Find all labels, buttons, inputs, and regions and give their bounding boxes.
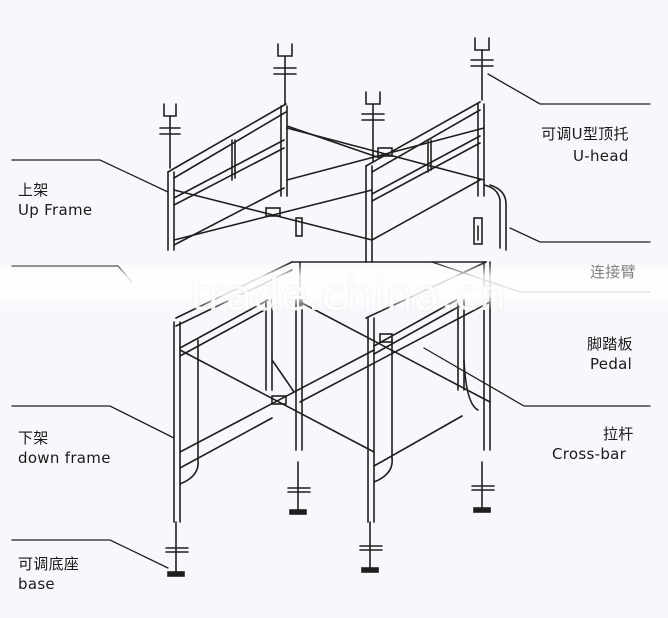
u-head-jacks <box>159 37 494 169</box>
down-frame-cn-label: 下架 <box>18 429 49 447</box>
leader-down-frame <box>11 405 175 439</box>
connecting-pin <box>295 217 483 245</box>
base-jacks <box>165 461 495 577</box>
up-frame-en-label: Up Frame <box>18 201 93 219</box>
up-frame-cn-label: 上架 <box>18 181 49 199</box>
base-cn-label: 可调底座 <box>18 555 80 573</box>
leader-cross-bar <box>423 347 651 407</box>
down-cross-bars <box>179 301 491 453</box>
down-frame-left <box>173 299 303 523</box>
leader-u-head <box>487 73 651 105</box>
leader-lines <box>11 73 651 569</box>
leader-up-frame <box>11 159 169 193</box>
u-head-en-label: U-head <box>573 147 629 165</box>
watermark-band <box>0 262 668 310</box>
up-frame-right <box>365 101 507 263</box>
connect-pin-cn-label: 连接臂 <box>590 263 636 281</box>
cross-bar-en-label: Cross-bar <box>552 445 627 463</box>
leader-connect <box>509 227 651 243</box>
up-frame-left <box>167 103 288 251</box>
base-en-label: base <box>18 575 55 593</box>
u-head-cn-label: 可调U型顶托 <box>541 125 629 143</box>
pedal-en-label: Pedal <box>590 355 633 373</box>
leader-base <box>11 539 169 569</box>
pedal-cn-label: 脚踏板 <box>587 335 633 353</box>
down-frame-en-label: down frame <box>18 449 111 467</box>
cross-bar-cn-label: 拉杆 <box>603 425 634 443</box>
up-cross-bars <box>173 125 485 241</box>
